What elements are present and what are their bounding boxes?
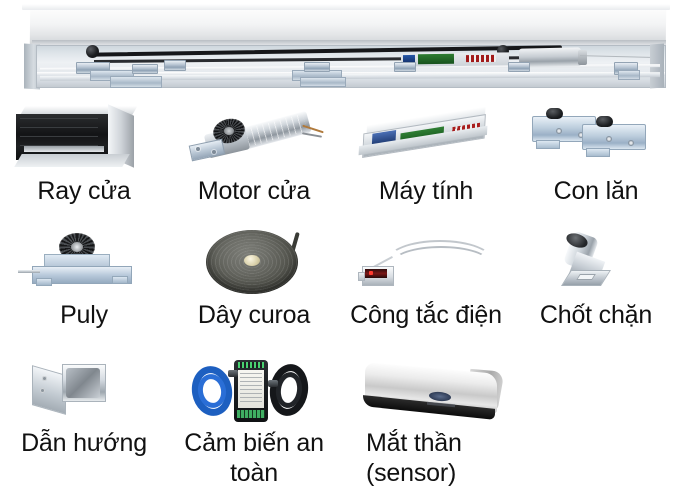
fascia-top-lip [22,4,670,10]
controller-terminal-block [465,54,497,63]
roller-hanger-pair-icon [526,102,666,172]
part-label-cong-tac-dien: Công tắc điện [350,301,502,329]
key-switch-with-cable-icon [356,226,496,296]
floor-plate-1 [110,76,162,88]
end-stop [618,70,640,80]
carriage-4 [304,62,330,72]
fascia-cover [29,6,667,44]
safety-sensor-with-cables-icon [184,354,324,424]
part-label-mat-than: Mắt thần (sensor) [366,429,462,487]
part-label-chot-chan: Chốt chặn [539,301,653,329]
part-label-may-tinh: Máy tính [378,177,474,205]
part-cell-puly[interactable]: Puly [0,222,168,340]
empty-cell [530,350,680,499]
overhead-motion-sensor-icon [355,354,515,424]
door-motor-gearbox-icon [184,102,324,172]
door-stopper-icon [526,226,666,296]
part-label-ray-cua: Ray cửa [37,177,131,205]
parts-row-2: Puly Dây curoa Công tắc điện [0,222,680,340]
timing-belt-coil-icon [184,226,324,296]
idler-pulley-bracket-icon [14,226,154,296]
part-cell-day-curoa[interactable]: Dây curoa [168,222,340,340]
part-label-motor-cua: Motor cửa [197,177,311,205]
part-label-con-lan: Con lăn [553,177,639,205]
operator-housing [14,4,670,90]
controller-board-icon [356,102,496,172]
part-label-puly: Puly [60,301,108,329]
part-cell-motor-cua[interactable]: Motor cửa [168,98,340,216]
part-label-day-curoa: Dây curoa [197,301,311,329]
part-cell-mat-than[interactable]: Mắt thần (sensor) [340,350,530,499]
carriage-6 [508,62,530,72]
fascia-shadow [32,40,666,46]
motor-end-cap [578,50,587,65]
carriage-2 [132,64,158,74]
carriage-5 [394,62,416,72]
parts-row-3: Dẫn hướng Cảm biến an toàn Mắt thần (sen… [0,350,680,499]
carriage-3 [164,60,186,71]
part-cell-cong-tac-dien[interactable]: Công tắc điện [340,222,512,340]
door-operator-banner-image [0,0,680,96]
part-cell-con-lan[interactable]: Con lăn [512,98,680,216]
floor-guide-icon [14,354,154,424]
part-cell-chot-chan[interactable]: Chốt chặn [512,222,680,340]
part-label-dan-huong: Dẫn hướng [21,429,147,457]
controller-green-pcb [417,53,455,65]
aluminium-track-rail-icon [14,102,154,172]
part-cell-dan-huong[interactable]: Dẫn hướng [0,350,168,499]
idler-pulley-left [86,45,99,58]
part-cell-cam-bien-an-toan[interactable]: Cảm biến an toàn [168,350,340,499]
floor-plate-2 [300,77,346,87]
part-label-cam-bien-an-toan: Cảm biến an toàn [184,429,324,487]
part-cell-ray-cua[interactable]: Ray cửa [0,98,168,216]
part-cell-may-tinh[interactable]: Máy tính [340,98,512,216]
parts-row-1: Ray cửa Motor cửa Máy tính [0,98,680,216]
